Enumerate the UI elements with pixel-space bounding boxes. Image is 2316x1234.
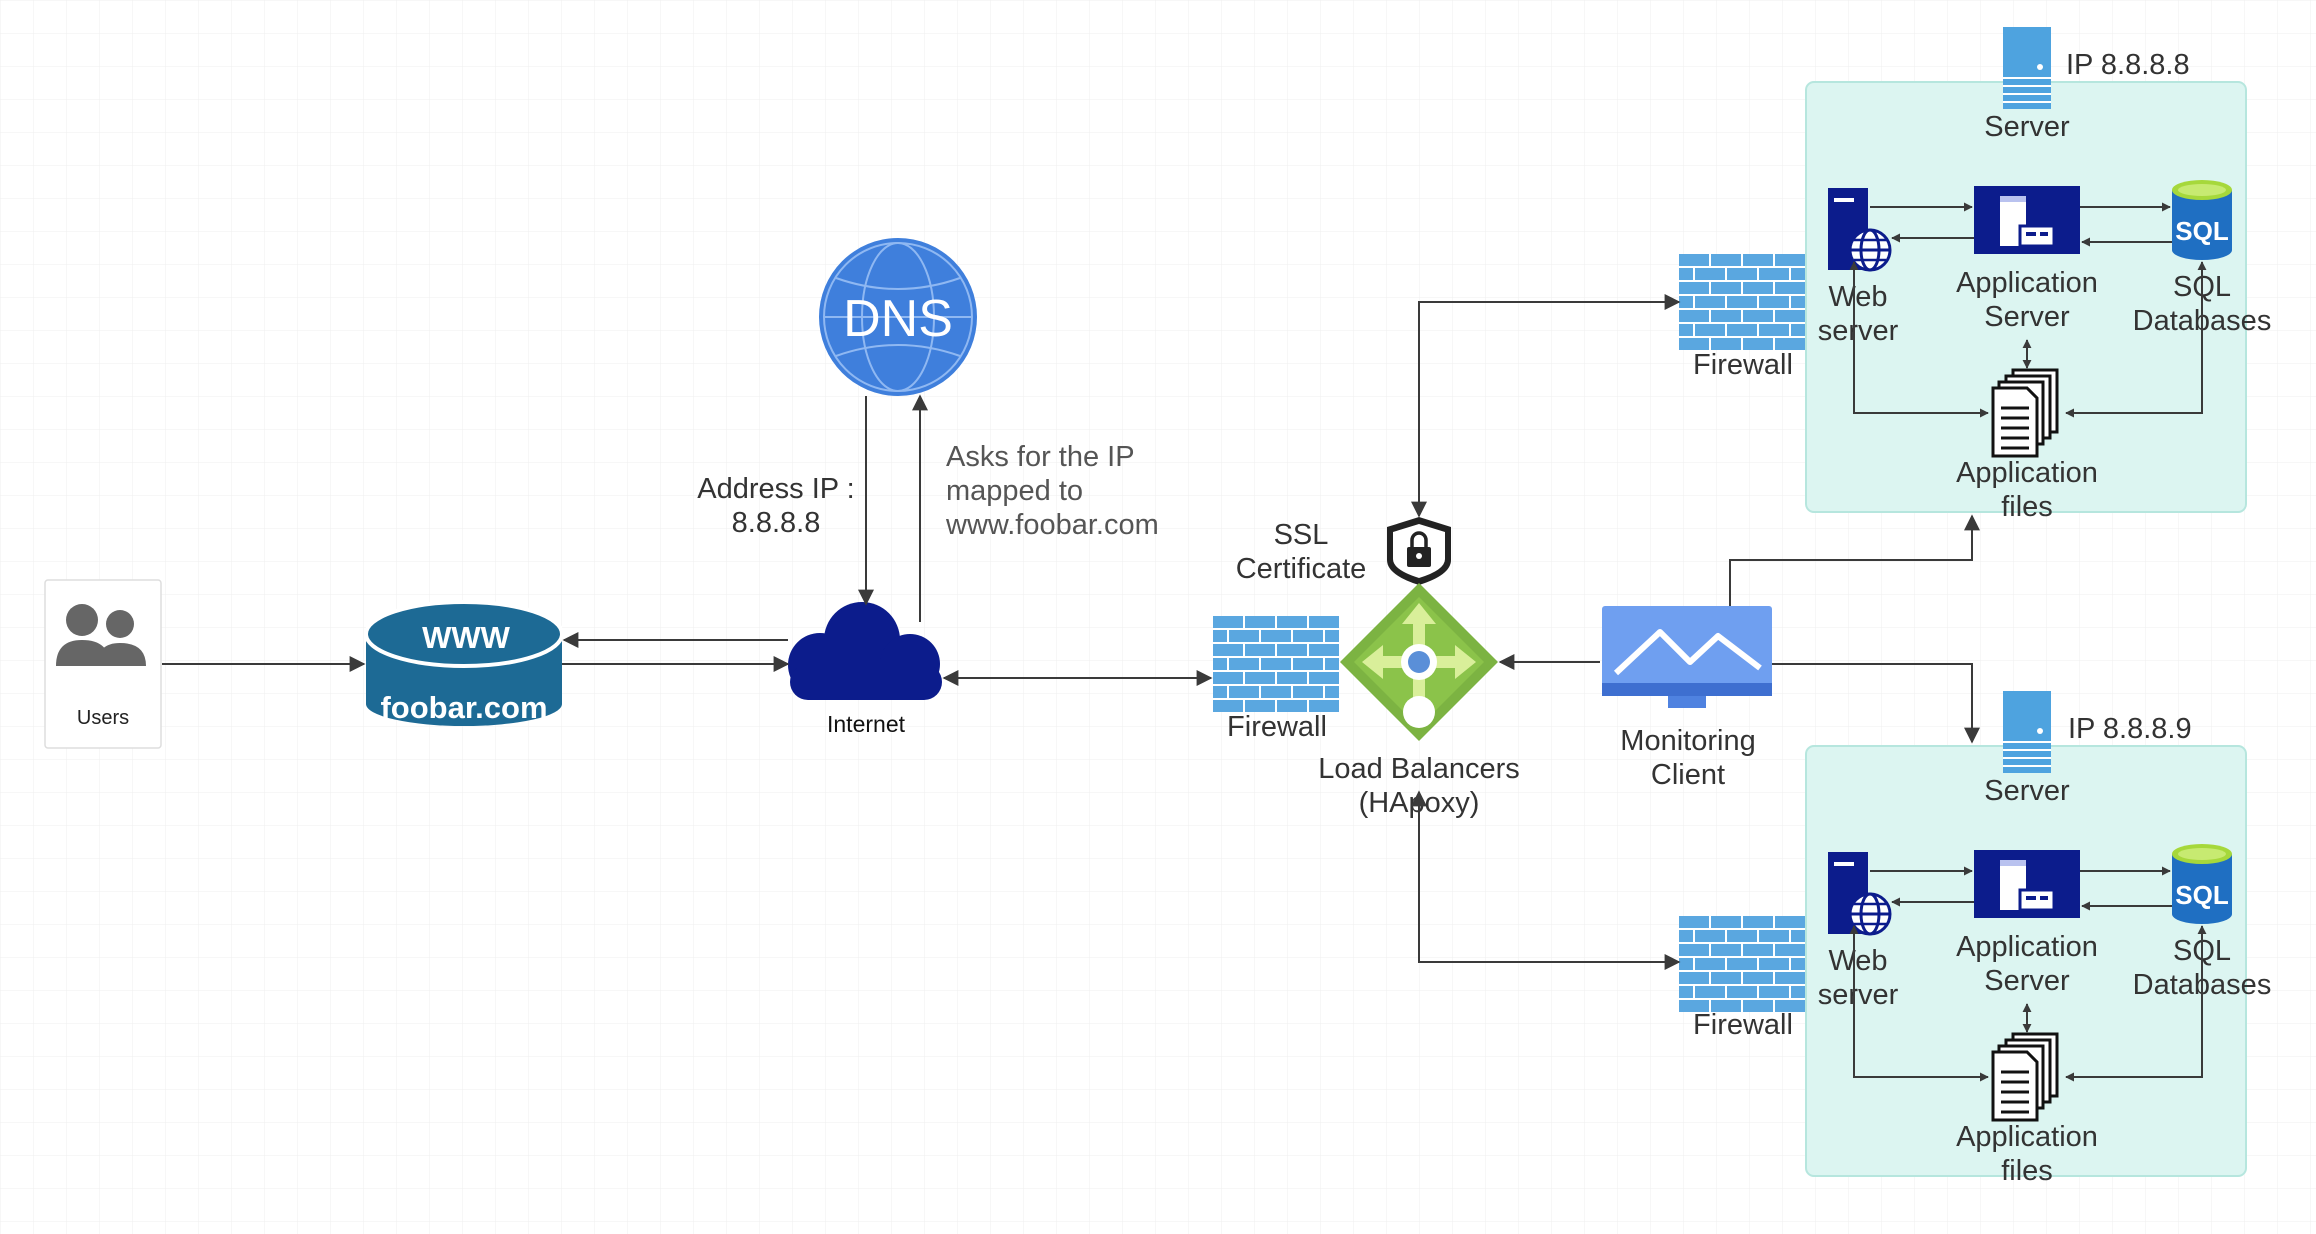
- ssl-node[interactable]: SSL Certificate: [1236, 517, 1451, 585]
- server-title: Server: [1984, 775, 2070, 807]
- cloud-icon: [788, 602, 942, 700]
- monitoring-line1: Monitoring: [1620, 725, 1755, 757]
- brick-wall-icon: [1679, 916, 1805, 1012]
- web-server-line2: server: [1818, 315, 1899, 347]
- firewall-server1-label: Firewall: [1693, 349, 1793, 381]
- dns-reply-line1: Address IP :: [697, 473, 854, 505]
- monitor-icon: [1602, 606, 1772, 708]
- dns-query-line2: mapped to: [946, 475, 1083, 507]
- server-ip: IP 8.8.8.8: [2066, 49, 2190, 81]
- server-tower-icon: [2003, 27, 2051, 109]
- firewall-lb-node[interactable]: Firewall: [1213, 616, 1339, 743]
- edge-sql-files: [2065, 261, 2207, 418]
- website-node[interactable]: WWW foobar.com: [364, 600, 564, 726]
- edge-monitor-to-server2: [1772, 663, 1980, 744]
- brick-wall-icon: [1679, 254, 1805, 350]
- edge-web-files: [1849, 261, 1989, 418]
- firewall-server1-node[interactable]: Firewall: [1679, 254, 1805, 381]
- website-domain-label: foobar.com: [380, 690, 547, 725]
- connectors: [162, 294, 1980, 970]
- app-files-line1: Application: [1956, 457, 2098, 489]
- dns-reply-annotation: Address IP : 8.8.8.8: [697, 473, 854, 539]
- dns-reply-line2: 8.8.8.8: [732, 507, 821, 539]
- ssl-line1: SSL: [1274, 519, 1329, 551]
- app-files-line2: files: [2001, 1155, 2053, 1187]
- users-icon: [56, 604, 146, 666]
- website-www-label: WWW: [422, 620, 511, 655]
- dns-query-annotation: Asks for the IP mapped to www.foobar.com: [945, 441, 1159, 541]
- users-label: Users: [77, 707, 129, 729]
- web-server-line1: Web: [1828, 945, 1887, 977]
- sql-badge: SQL: [2175, 216, 2229, 246]
- database-cylinder-icon: [364, 600, 564, 726]
- dns-node[interactable]: DNS: [819, 238, 977, 396]
- internet-node[interactable]: Internet: [788, 602, 942, 737]
- app-files-line1: Application: [1956, 1121, 2098, 1153]
- app-server-line2: Server: [1984, 301, 2070, 333]
- edge-lb-to-firewall2: [1411, 790, 1681, 970]
- load-balancer-icon: [1340, 583, 1498, 741]
- edge-sql-files: [2065, 925, 2207, 1082]
- edge-monitor-to-server1: [1729, 514, 1980, 606]
- brick-wall-icon: [1213, 616, 1339, 712]
- edge-lb-to-firewall1: [1411, 294, 1681, 518]
- globe-icon: [819, 238, 977, 396]
- load-balancer-line1: Load Balancers: [1318, 753, 1520, 785]
- ssl-line2: Certificate: [1236, 553, 1367, 585]
- dns-query-line3: www.foobar.com: [945, 509, 1159, 541]
- firewall-server2-node[interactable]: Firewall: [1679, 916, 1805, 1041]
- monitoring-node[interactable]: Monitoring Client: [1602, 606, 1772, 791]
- app-server-icon: [1972, 184, 2082, 256]
- users-node[interactable]: Users: [44, 579, 162, 749]
- edge-web-files: [1849, 925, 1989, 1082]
- internet-label: Internet: [827, 711, 906, 737]
- firewall-server2-label: Firewall: [1693, 1009, 1793, 1041]
- sql-badge: SQL: [2175, 880, 2229, 910]
- firewall-lb-label: Firewall: [1227, 711, 1327, 743]
- app-server-icon: [1972, 848, 2082, 920]
- app-files-line2: files: [2001, 491, 2053, 523]
- server-tower-icon: [2003, 691, 2051, 773]
- app-server-line2: Server: [1984, 965, 2070, 997]
- app-server-line1: Application: [1956, 931, 2098, 963]
- app-server-line1: Application: [1956, 267, 2098, 299]
- web-server-line1: Web: [1828, 281, 1887, 313]
- dns-query-line1: Asks for the IP: [946, 441, 1135, 473]
- web-server-line2: server: [1818, 979, 1899, 1011]
- dns-label: DNS: [843, 290, 953, 348]
- server-group-2[interactable]: IP 8.8.8.9 Server Web server Application…: [1805, 691, 2271, 1187]
- shield-lock-icon: [1387, 517, 1451, 585]
- server-ip: IP 8.8.8.9: [2068, 713, 2192, 745]
- monitoring-line2: Client: [1651, 759, 1725, 791]
- server-group-1[interactable]: IP 8.8.8.8 Server Web server Application…: [1805, 27, 2271, 523]
- server-title: Server: [1984, 111, 2070, 143]
